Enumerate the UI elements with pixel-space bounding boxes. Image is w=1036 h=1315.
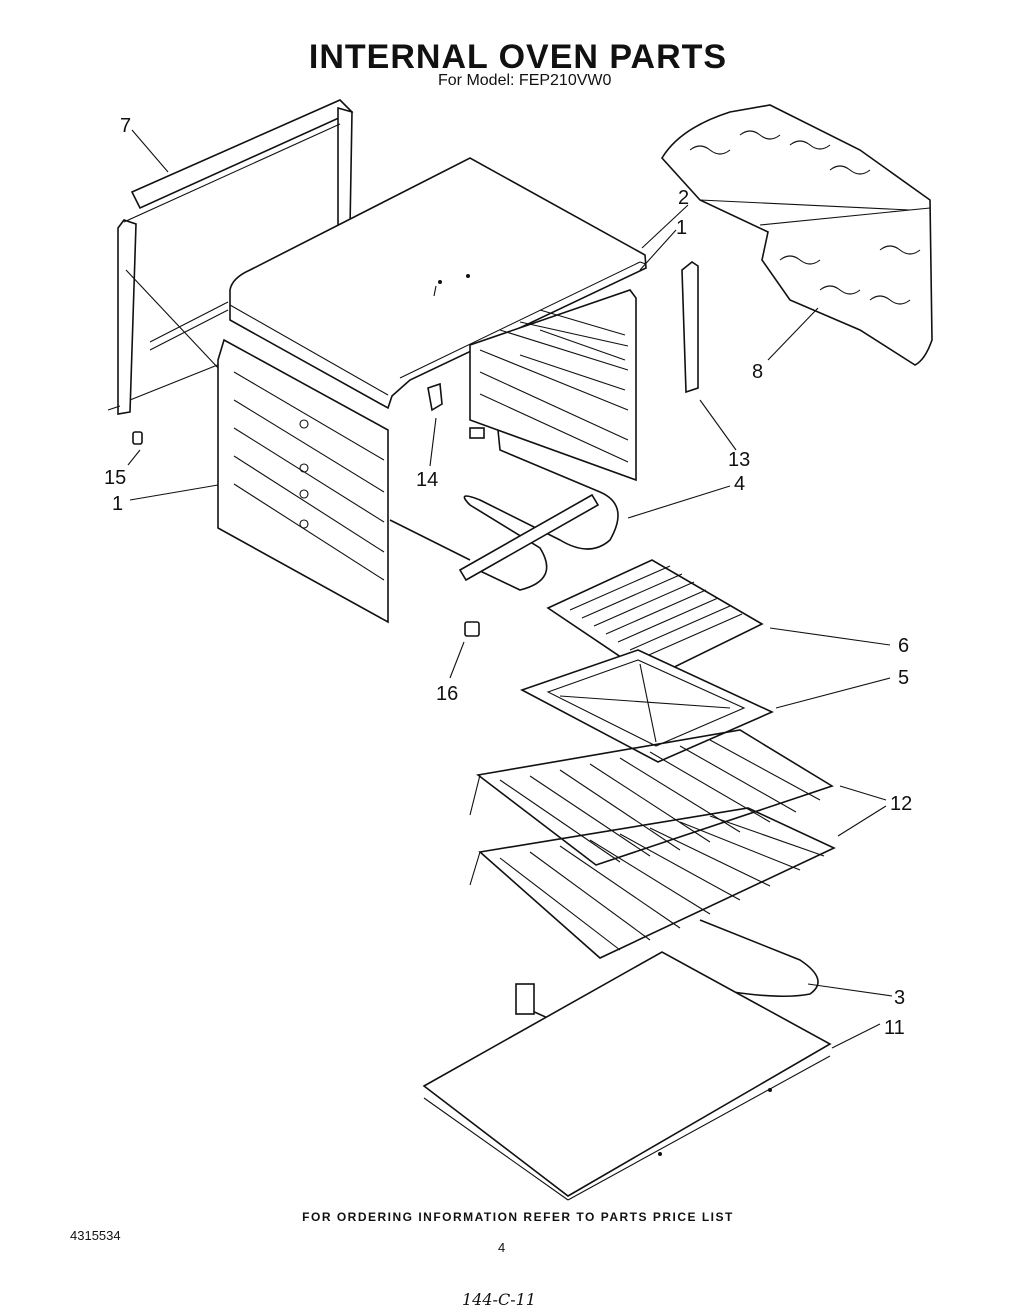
ordering-note: FOR ORDERING INFORMATION REFER TO PARTS … bbox=[302, 1210, 734, 1224]
callout-7: 7 bbox=[120, 115, 131, 137]
part-14-clip bbox=[427, 382, 443, 412]
part-2-oven-wrapper bbox=[229, 157, 647, 410]
part-5-broil-pan bbox=[519, 649, 774, 763]
callout-12: 12 bbox=[890, 793, 912, 815]
callout-labels: 7 2 1 8 13 15 1 14 4 6 5 16 12 3 11 bbox=[104, 115, 912, 1039]
part-7-rear-frame bbox=[107, 99, 354, 415]
part-6-broil-grid bbox=[546, 559, 764, 679]
callout-2: 2 bbox=[678, 187, 689, 209]
callout-1-right: 1 bbox=[676, 217, 687, 239]
model-subtitle: For Model: FEP210VW0 bbox=[438, 72, 612, 89]
callout-5: 5 bbox=[898, 667, 909, 689]
part-4-bake-element bbox=[389, 427, 619, 591]
part-1-left-rack-support bbox=[149, 301, 389, 624]
page-number: 4 bbox=[498, 1240, 506, 1255]
callout-16: 16 bbox=[436, 683, 458, 705]
callout-4: 4 bbox=[734, 473, 745, 495]
part-8-insulation bbox=[661, 104, 933, 366]
callout-6: 6 bbox=[898, 635, 909, 657]
leader-lines bbox=[127, 129, 893, 1049]
part-12-oven-racks bbox=[469, 729, 836, 959]
document-number: 4315534 bbox=[70, 1228, 121, 1243]
callout-15: 15 bbox=[104, 467, 126, 489]
part-1-right-rack-support bbox=[469, 289, 637, 482]
part-16-clip bbox=[464, 621, 480, 637]
part-15-screw bbox=[132, 431, 143, 445]
callout-13: 13 bbox=[728, 449, 750, 471]
part-13-bracket bbox=[681, 261, 699, 394]
page-title: INTERNAL OVEN PARTS bbox=[308, 38, 728, 76]
callout-8: 8 bbox=[752, 361, 763, 383]
callout-14: 14 bbox=[416, 469, 438, 491]
part-11-bottom-panel bbox=[422, 951, 832, 1201]
callout-11: 11 bbox=[884, 1017, 905, 1039]
callout-3: 3 bbox=[894, 987, 905, 1009]
handwritten-code: 144-C-11 bbox=[462, 1290, 536, 1309]
callout-1-left: 1 bbox=[112, 493, 123, 515]
